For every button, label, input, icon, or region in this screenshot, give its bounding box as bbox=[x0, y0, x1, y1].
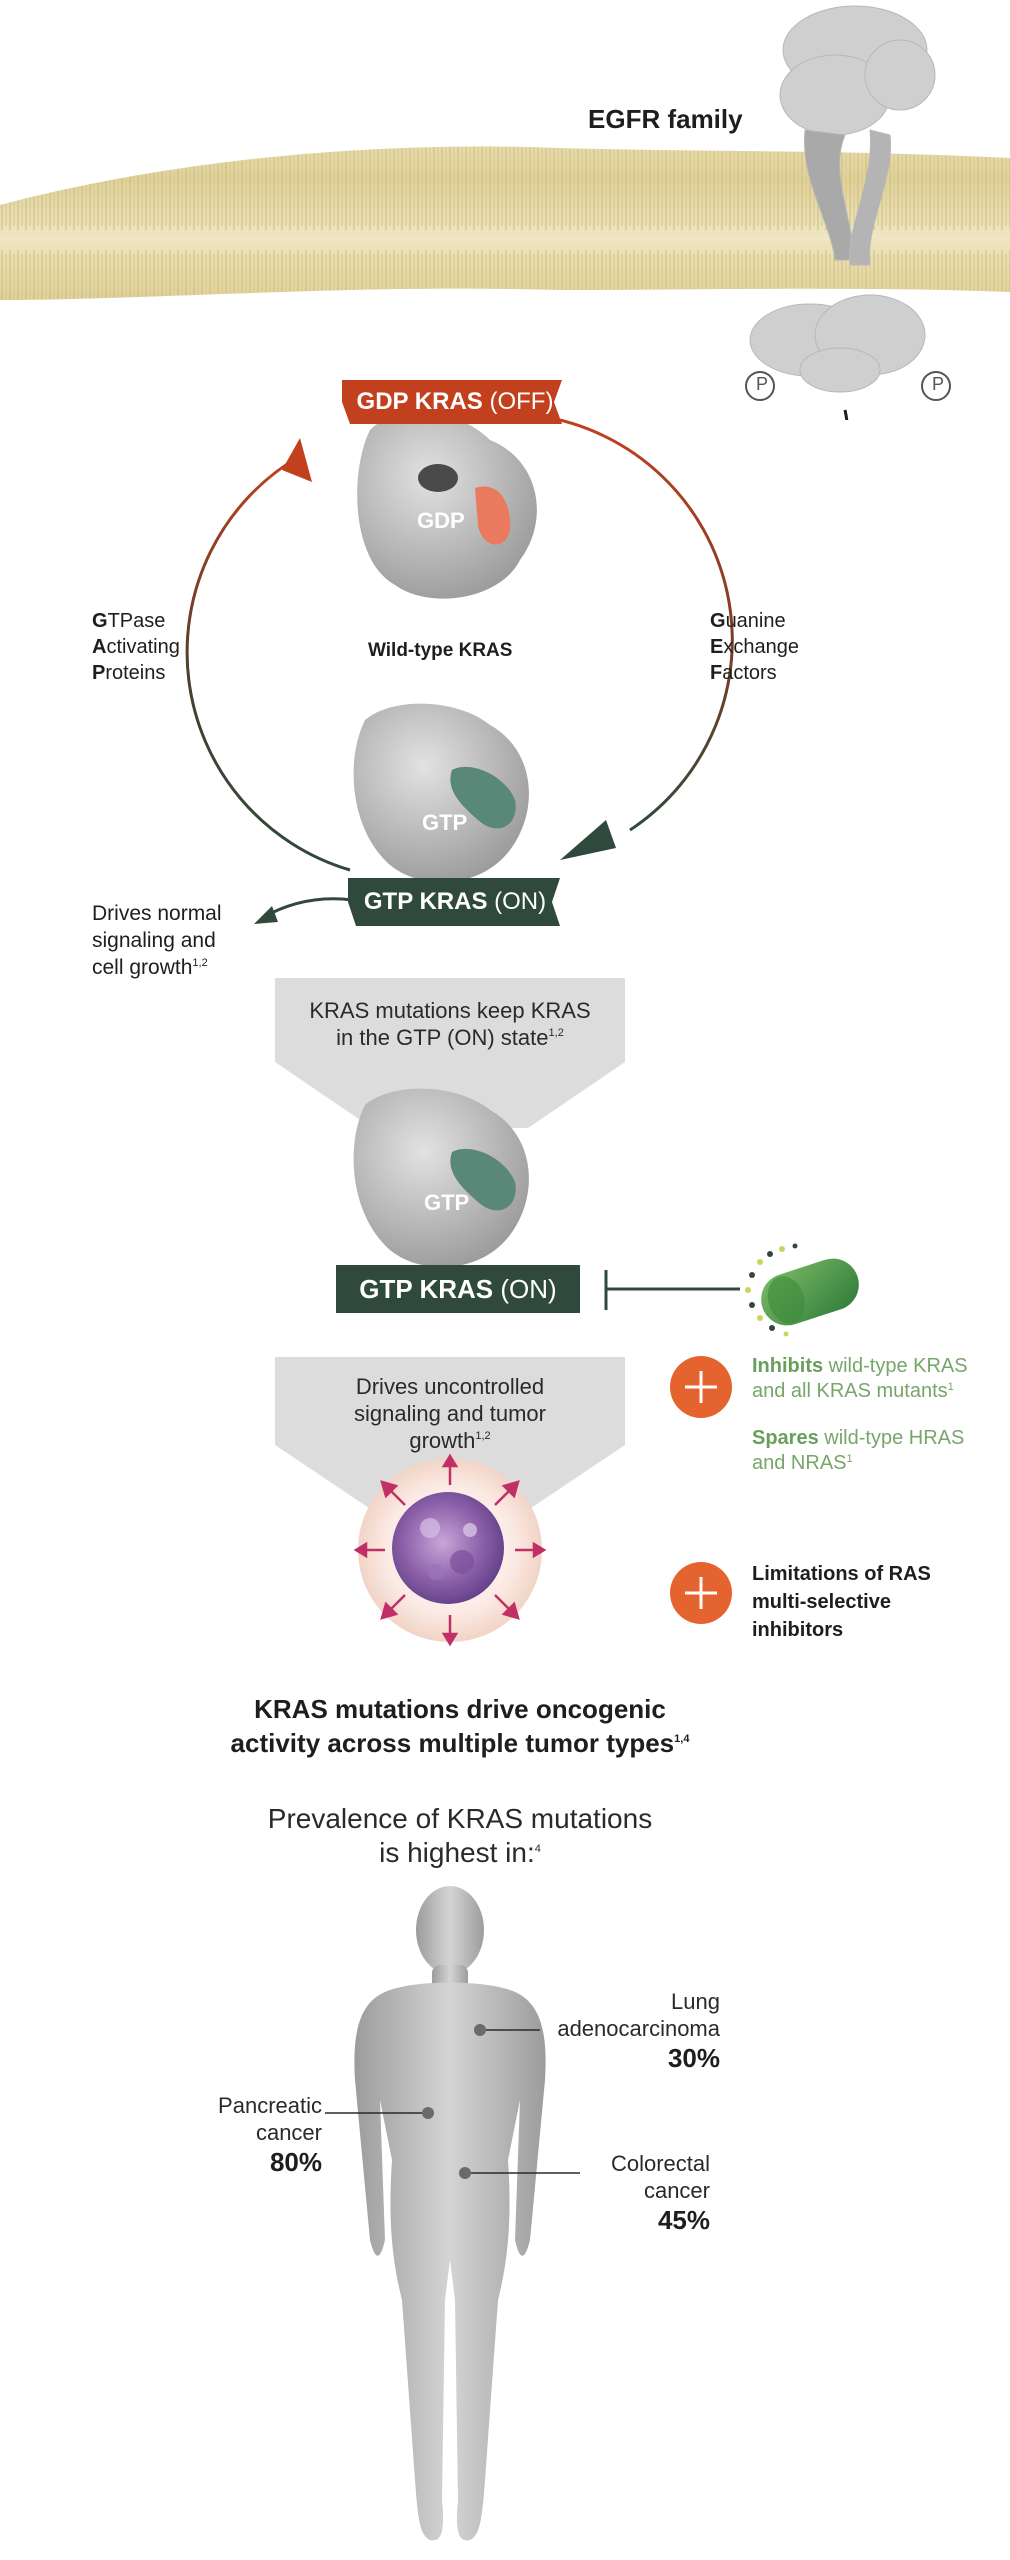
egfr-receptor bbox=[749, 5, 936, 393]
phosphate-icon-right bbox=[921, 371, 951, 401]
spares-text: Spares wild-type HRAS and NRAS1 bbox=[752, 1427, 965, 1474]
uncontrolled-growth-text: Drives uncontrolled signaling and tumor … bbox=[353, 1374, 546, 1453]
lung-label: Lung adenocarcinoma 30% bbox=[540, 1988, 720, 2074]
guanine-exchange-factors-label: Guanine Exchange Factors bbox=[710, 610, 799, 684]
mutation-callout-shape bbox=[275, 978, 625, 1128]
cycle-ring-left bbox=[185, 454, 351, 872]
inhibitor-benefits-plus-icon bbox=[670, 1356, 732, 1418]
mutant-gtp-kras-on-label: GTP KRAS (ON) bbox=[359, 1274, 557, 1304]
cell-membrane bbox=[0, 146, 1010, 300]
tumor-growth-arrows bbox=[353, 1453, 547, 1647]
cycle-arrowhead-left bbox=[282, 438, 312, 482]
normal-growth-label: Drives normal signaling and cell growth1… bbox=[92, 902, 222, 979]
membrane-illustration bbox=[0, 5, 1010, 420]
gdp-kras-off-banner bbox=[342, 380, 562, 424]
limitations-plus-icon bbox=[670, 1562, 732, 1624]
gdp-kras-off-label: GDP KRAS (OFF) bbox=[356, 388, 554, 415]
mutant-gtp-kras-protein bbox=[353, 1088, 529, 1268]
mutant-gtp-text: GTP bbox=[424, 1190, 470, 1215]
prevalence-headline: KRAS mutations drive oncogenic activity … bbox=[230, 1694, 690, 1758]
phosphate-icon-left bbox=[745, 371, 775, 401]
gtpase-activating-proteins-label: GTPase Activating Proteins bbox=[92, 610, 180, 684]
organ-markers bbox=[422, 2024, 486, 2179]
wild-type-kras-label: Wild-type KRAS bbox=[368, 640, 513, 661]
gdp-text: GDP bbox=[417, 508, 465, 533]
inhibitor-pill-icon bbox=[745, 1243, 859, 1337]
prevalence-subheading: Prevalence of KRAS mutations is highest … bbox=[267, 1803, 653, 1868]
phosphate-right-label: P bbox=[932, 374, 945, 394]
body-silhouette bbox=[354, 1886, 546, 2541]
colorectal-label: Colorectal cancer 45% bbox=[580, 2150, 710, 2236]
mutation-section-graphics bbox=[275, 978, 859, 1647]
kras-cycle-diagram bbox=[185, 411, 734, 924]
organ-leader-lines bbox=[325, 2029, 580, 2174]
mutation-callout-text: KRAS mutations keep KRAS in the GTP (ON)… bbox=[309, 998, 591, 1050]
gtp-kras-on-label: GTP KRAS (ON) bbox=[363, 888, 547, 915]
inhibits-text: Inhibits wild-type KRAS and all KRAS mut… bbox=[752, 1355, 968, 1402]
gtp-kras-on-banner bbox=[348, 878, 560, 926]
phosphate-left-label: P bbox=[756, 374, 769, 394]
cycle-ring-right bbox=[539, 414, 734, 832]
pancreatic-label: Pancreatic cancer 80% bbox=[150, 2092, 322, 2178]
gdp-kras-protein bbox=[357, 411, 537, 599]
gtp-text: GTP bbox=[422, 810, 468, 835]
colorectal-percentage: 45% bbox=[657, 2205, 710, 2235]
uncontrolled-callout-shape bbox=[275, 1357, 625, 1510]
egfr-family-label: EGFR family bbox=[588, 104, 743, 134]
lung-percentage: 30% bbox=[667, 2043, 720, 2073]
cycle-arrowhead-right bbox=[560, 820, 616, 860]
mutant-gtp-kras-on-banner bbox=[336, 1265, 580, 1313]
limitations-text: Limitations of RAS multi-selective inhib… bbox=[752, 1563, 931, 1641]
gtp-kras-protein bbox=[353, 703, 529, 883]
pancreatic-percentage: 80% bbox=[269, 2147, 322, 2177]
